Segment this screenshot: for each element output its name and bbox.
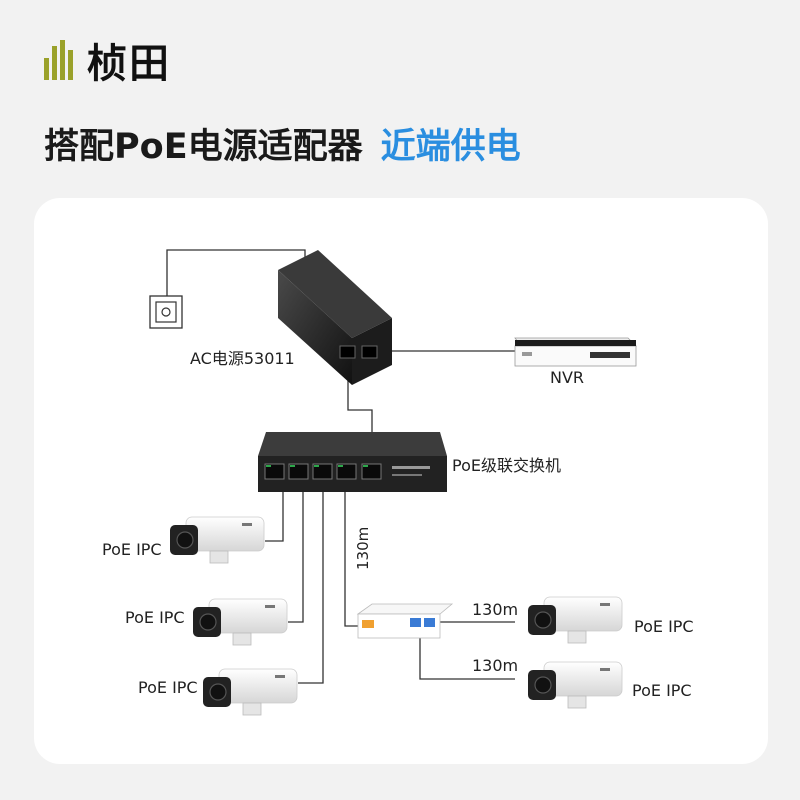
- cable-adapter-to-switch: [347, 375, 373, 432]
- cable-vertical-label: 130m: [354, 526, 372, 570]
- ipc-4-label: PoE IPC: [634, 617, 694, 636]
- brand-name: 桢田: [87, 41, 171, 87]
- brand-logo: 桢田: [44, 38, 171, 87]
- cable-switch-to-ipc1: [265, 482, 284, 542]
- title-main: 搭配PoE电源适配器: [44, 127, 363, 167]
- nvr-icon: [514, 337, 637, 367]
- cable-extender-to-ipc5: [419, 632, 515, 680]
- cable-switch-to-ipc2: [288, 482, 304, 623]
- poe-switch-icon: [258, 432, 447, 492]
- camera-1-icon: [170, 516, 265, 564]
- logo-mark-icon: [44, 40, 73, 80]
- ipc-2-label: PoE IPC: [125, 608, 185, 627]
- ipc-1-label: PoE IPC: [102, 540, 162, 559]
- ipc-5-label: PoE IPC: [632, 681, 692, 700]
- camera-2-icon: [193, 598, 288, 646]
- camera-5-icon: [528, 661, 623, 709]
- cable-switch-to-ipc3: [298, 482, 324, 684]
- title-accent: 近端供电: [380, 127, 521, 167]
- page-title: 搭配PoE电源适配器近端供电: [44, 118, 521, 169]
- cable-outlet-to-adapter: [166, 249, 306, 305]
- nvr-label: NVR: [550, 368, 585, 387]
- poe-adapter-icon: [278, 250, 392, 385]
- cable-bottom-label: 130m: [472, 656, 519, 675]
- ipc-3-label: PoE IPC: [138, 678, 198, 697]
- cables: [166, 249, 515, 684]
- cable-switch-to-extender: [344, 482, 360, 627]
- wall-outlet-icon: [149, 295, 183, 329]
- cable-top-label: 130m: [472, 600, 519, 619]
- switch-label: PoE级联交换机: [452, 456, 561, 475]
- adapter-label: AC电源53011: [190, 349, 295, 368]
- camera-4-icon: [528, 596, 623, 644]
- poe-extender-icon: [356, 603, 454, 639]
- camera-3-icon: [203, 668, 298, 716]
